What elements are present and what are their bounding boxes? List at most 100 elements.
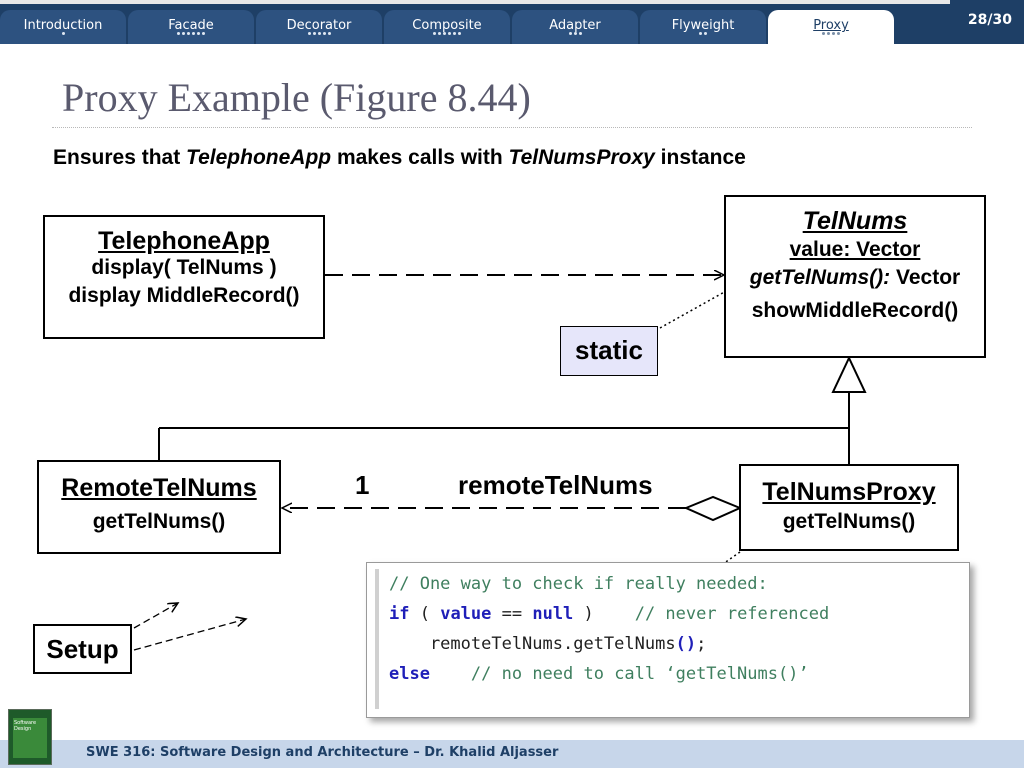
class-remotetelnums: RemoteTelNums getTelNums() [37, 460, 281, 554]
progress-dot [202, 32, 205, 35]
tab-adapter[interactable]: Adapter [512, 10, 638, 44]
telephoneapp-name: TelephoneApp [98, 227, 270, 255]
progress-dot [307, 32, 311, 35]
code-token: // One way to check if really needed: [389, 574, 768, 594]
title-divider [52, 127, 972, 128]
progress-dot [177, 32, 180, 35]
code-token: else [389, 664, 430, 684]
setup-arrow-lower [133, 619, 246, 651]
slide-title: Proxy Example (Figure 8.44) [62, 75, 531, 120]
tab-progress-dots [512, 32, 638, 38]
telnums-name: TelNums [802, 207, 908, 235]
tab-decorator[interactable]: Decorator [256, 10, 382, 44]
code-token: ( [409, 604, 441, 624]
footer-course-title: SWE 316: Software Design and Architectur… [86, 745, 559, 760]
multiplicity-label: 1 [355, 470, 370, 500]
code-snippet: // One way to check if really needed: if … [366, 562, 970, 718]
progress-dot [182, 32, 185, 35]
code-token: null [532, 604, 574, 624]
class-telnums: TelNums value: Vector getTelNums(): Vect… [724, 195, 986, 358]
tab-composite[interactable]: Composite [384, 10, 510, 44]
tab-flyweight[interactable]: Flyweight [640, 10, 766, 44]
progress-dot [837, 32, 840, 35]
progress-dot [61, 32, 65, 35]
progress-dot [699, 32, 702, 35]
subtitle-emphasis-2: TelNumsProxy [508, 146, 655, 169]
progress-dot [573, 32, 577, 35]
progress-dot [832, 32, 835, 35]
tab-label: Flyweight [671, 18, 735, 33]
telephoneapp-op-display: display( TelNums ) [91, 256, 277, 279]
progress-dot [438, 32, 441, 35]
telnums-op-showmiddlerecord: showMiddleRecord() [751, 299, 959, 322]
code-lines: // One way to check if really needed: if … [389, 569, 969, 689]
progress-dot [317, 32, 321, 35]
static-note: static [560, 326, 658, 376]
top-navigation-bar: Introduction Facade Decorator Composite Adap… [0, 0, 1024, 44]
tab-progress-dots [384, 32, 510, 38]
telnums-op-gettelnums: getTelNums(): Vector [726, 266, 984, 290]
footer-bar: SWE 316: Software Design and Architectur… [0, 740, 1024, 768]
progress-dot [458, 32, 461, 35]
tab-introduction[interactable]: Introduction [0, 10, 126, 44]
code-token: value [440, 604, 492, 624]
code-token: // no need to call ‘getTelNums()’ [470, 664, 809, 684]
slide-subtitle: Ensures that TelephoneApp makes calls wi… [53, 146, 746, 170]
book-cover-icon: Software Design [8, 709, 52, 765]
subtitle-text-2: makes calls with [331, 146, 509, 169]
tab-label: Facade [168, 18, 214, 33]
telnums-op-gettelnums-type: Vector [890, 266, 961, 289]
progress-dot [704, 32, 707, 35]
tab-progress-dots [640, 32, 766, 38]
progress-dot [827, 32, 830, 35]
book-cover-title: Software Design [14, 720, 37, 732]
tab-proxy[interactable]: Proxy [768, 10, 894, 44]
tab-label: Introduction [23, 18, 103, 33]
progress-dot [312, 32, 316, 35]
code-line: // One way to check if really needed: [389, 569, 969, 599]
subtitle-text-3: instance [654, 146, 746, 169]
progress-dot [453, 32, 456, 35]
code-line: else // no need to call ‘getTelNums()’ [389, 659, 969, 689]
tab-label: Adapter [549, 18, 601, 33]
book-cover-art [13, 718, 47, 758]
code-token [430, 664, 471, 684]
code-token: () [675, 634, 697, 654]
subtitle-emphasis-1: TelephoneApp [186, 146, 332, 169]
tab-progress-dots [768, 32, 894, 38]
progress-dot [443, 32, 446, 35]
tab-facade[interactable]: Facade [128, 10, 254, 44]
class-telnumsproxy: TelNumsProxy getTelNums() [739, 464, 959, 551]
code-token: if [389, 604, 410, 624]
tab-label: Proxy [813, 18, 849, 33]
code-token: ; [696, 634, 707, 654]
telnums-op-gettelnums-name: getTelNums(): [749, 266, 891, 289]
telnums-attr-value: value: Vector [789, 238, 921, 261]
progress-dot [568, 32, 572, 35]
tab-progress-dots [256, 32, 382, 38]
progress-dot [192, 32, 195, 35]
progress-dot [197, 32, 200, 35]
setup-button[interactable]: Setup [33, 624, 132, 674]
tab-label: Composite [412, 18, 482, 33]
tab-progress-dots [0, 32, 126, 38]
page-number: 28/30 [967, 12, 1012, 28]
class-telephoneapp: TelephoneApp display( TelNums ) display … [43, 215, 325, 339]
progress-dot [822, 32, 825, 35]
telnumsproxy-op-gettelnums: getTelNums() [782, 510, 916, 533]
code-line: if ( value == null ) // never referenced [389, 599, 969, 629]
progress-dot [327, 32, 331, 35]
code-line: remoteTelNums.getTelNums(); [389, 629, 969, 659]
telnumsproxy-name: TelNumsProxy [762, 478, 936, 506]
aggregation-diamond [683, 495, 743, 522]
tab-progress-dots [128, 32, 254, 38]
role-label: remoteTelNums [458, 470, 653, 500]
progress-dot [578, 32, 582, 35]
tab-label: Decorator [286, 18, 352, 33]
setup-arrow-upper [133, 603, 178, 629]
remotetelnums-name: RemoteTelNums [61, 474, 257, 502]
subtitle-text-1: Ensures that [53, 146, 187, 169]
code-gutter [375, 569, 379, 709]
code-token: ) [573, 604, 635, 624]
